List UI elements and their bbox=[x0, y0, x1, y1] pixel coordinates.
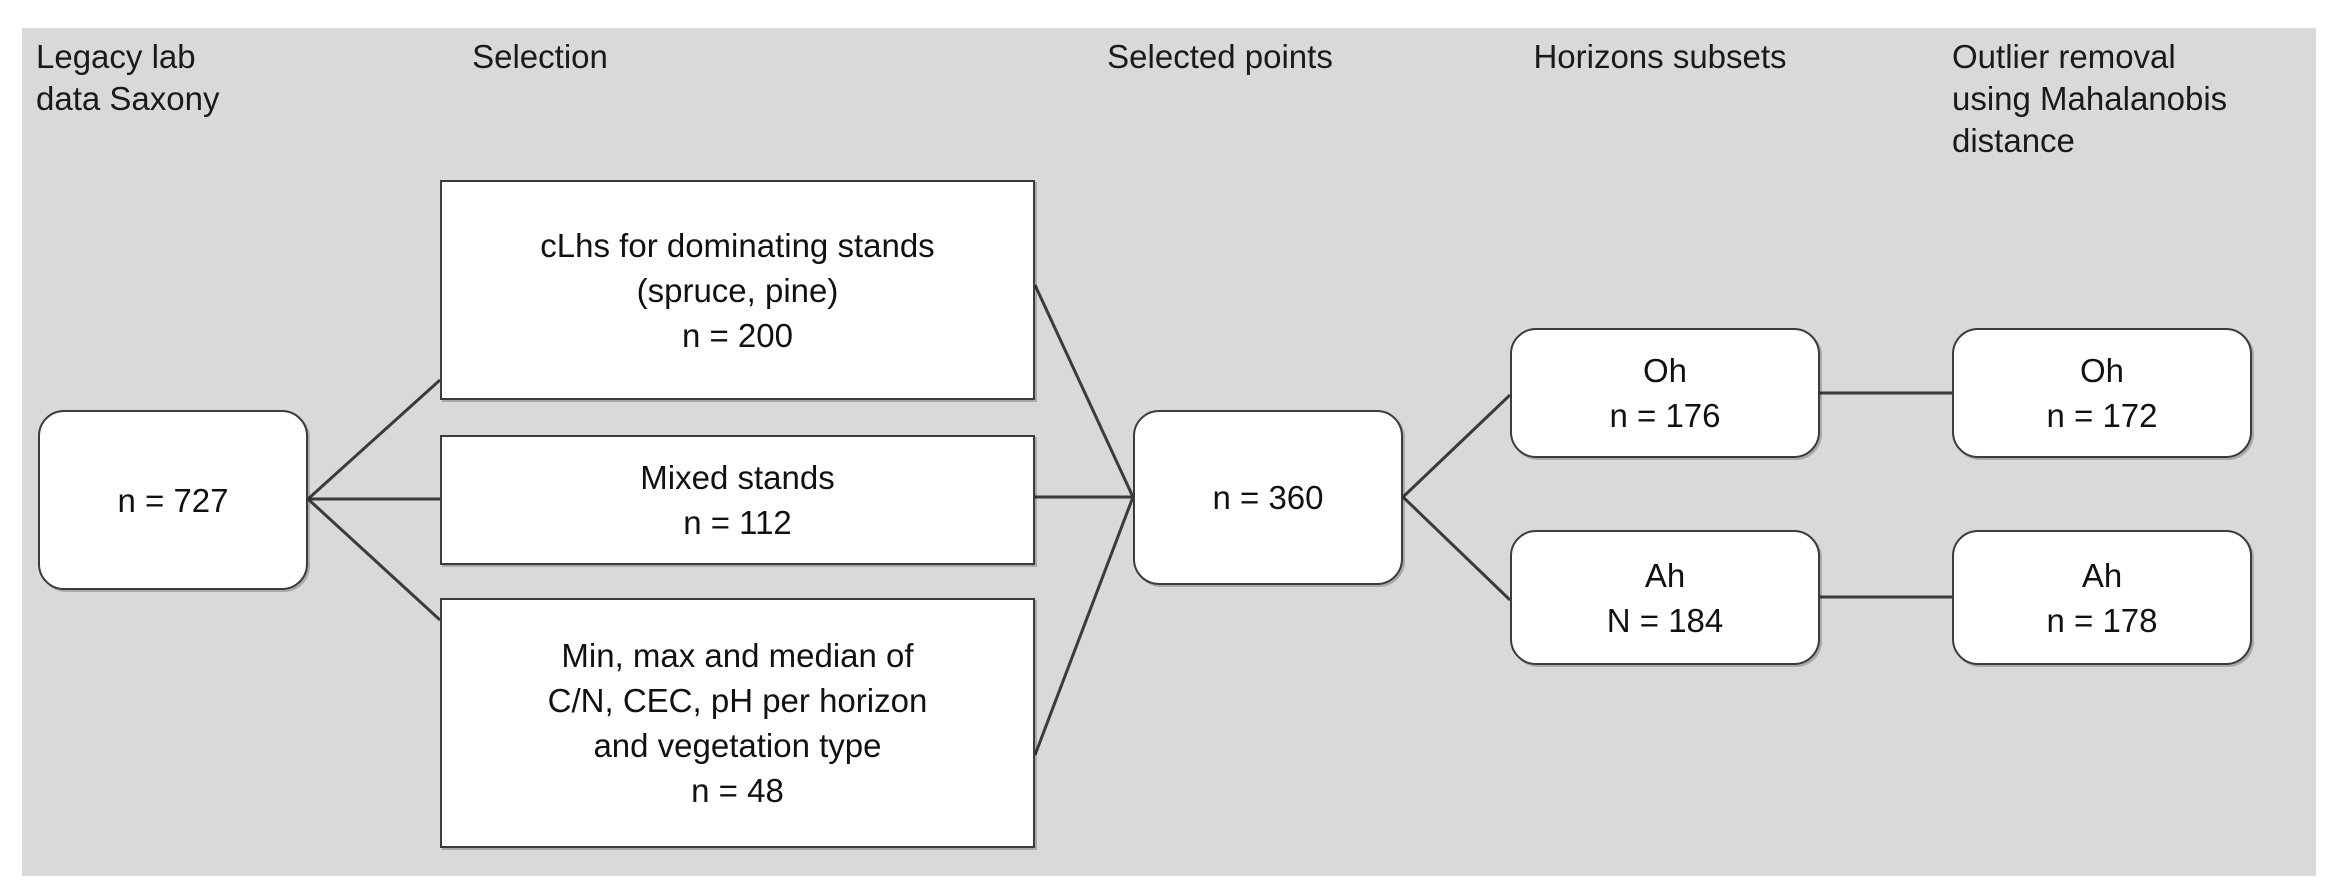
node-ah-outliers-removed[interactable]: Ah n = 178 bbox=[1952, 530, 2252, 665]
node-oh-outliers-removed[interactable]: Oh n = 172 bbox=[1952, 328, 2252, 458]
column-header-outlier-removal: Outlier removal using Mahalanobis distan… bbox=[1952, 38, 2228, 159]
column-header-legacy-lab-data: Legacy lab data Saxony bbox=[36, 38, 220, 117]
column-header-horizons-subsets: Horizons subsets bbox=[1533, 38, 1787, 75]
node-oh-subset[interactable]: Oh n = 176 bbox=[1510, 328, 1820, 458]
column-header-selection: Selection bbox=[472, 38, 608, 75]
node-clhs-dominating-stands[interactable]: cLhs for dominating stands (spruce, pine… bbox=[440, 180, 1035, 400]
node-min-max-median[interactable]: Min, max and median of C/N, CEC, pH per … bbox=[440, 598, 1035, 848]
node-selected-points-total[interactable]: n = 360 bbox=[1133, 410, 1403, 585]
node-legacy-data-total[interactable]: n = 727 bbox=[38, 410, 308, 590]
node-ah-subset[interactable]: Ah N = 184 bbox=[1510, 530, 1820, 665]
node-mixed-stands[interactable]: Mixed stands n = 112 bbox=[440, 435, 1035, 565]
column-header-selected-points: Selected points bbox=[1107, 38, 1333, 75]
